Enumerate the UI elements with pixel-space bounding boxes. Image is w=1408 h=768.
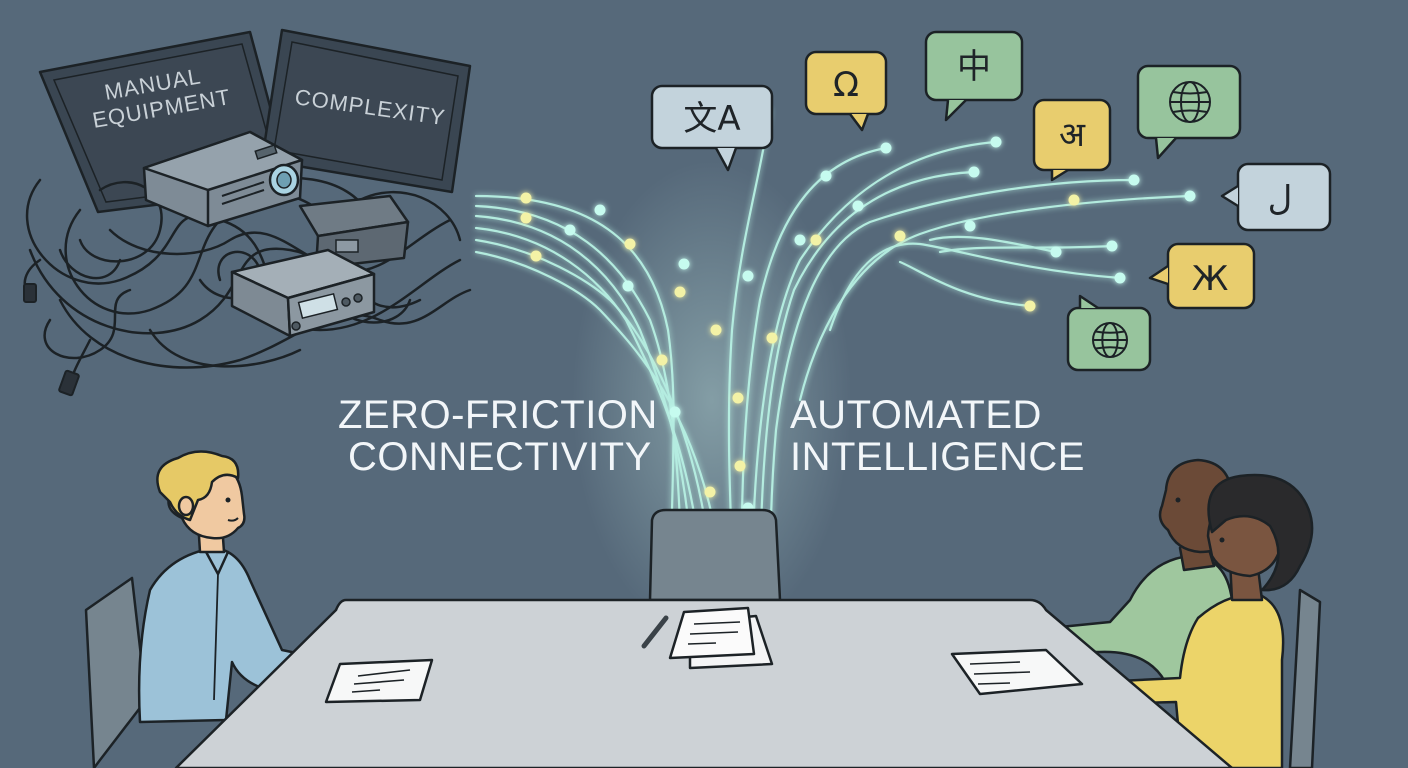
speech-bubble: Ж [1148,242,1256,310]
devanagari-glyph: अ [1059,115,1086,155]
fiber-line [758,170,976,602]
fiber-node [669,406,681,418]
fiber-node [1106,240,1118,252]
fiber-node [564,224,576,236]
fiber-node [1184,190,1196,202]
fiber-node [732,392,744,404]
fiber-node [742,270,754,282]
fiber-node [1050,246,1062,258]
globe-icon [1092,322,1128,358]
fiber-line [898,260,1032,308]
fiber-line [474,226,706,602]
globe-icon [1169,81,1211,123]
fiber-line [474,194,675,602]
speech-bubble: ل [1220,162,1332,232]
fiber-node [820,170,832,182]
fiber-node [990,136,1002,148]
conference-table [174,598,1234,768]
chair-left [84,576,148,768]
fiber-node [594,204,606,216]
fiber-line [828,242,1122,332]
fiber-node [894,230,906,242]
fiber-node [710,324,722,336]
speech-bubble: 文A [650,84,774,172]
fiber-node [968,166,980,178]
paper-left [324,658,434,704]
fiber-node [656,354,668,366]
omega-glyph: Ω [833,65,859,105]
fiber-line [474,238,716,602]
usb-plug [58,369,80,397]
fiber-node [1068,194,1080,206]
manual-equipment-cluster: MANUAL EQUIPMENT COMPLEXITY [23,28,472,397]
fiber-node [678,258,690,270]
fiber-node [520,192,532,204]
fiber-node [794,234,806,246]
center-chair [648,508,782,602]
fiber-line [474,250,726,602]
language-bubbles: 文A Ω 中 अ لЖ [650,30,1332,372]
pen-center [641,615,669,649]
fiber-node [810,234,822,246]
speech-bubble [1066,294,1152,372]
fiber-line [474,204,684,602]
fiber-node [852,200,864,212]
speech-bubble: Ω [804,50,888,132]
fiber-node [734,460,746,472]
fiber-line [798,194,1192,402]
paper-right [950,648,1084,696]
person-right-front [1072,473,1314,768]
cable-plug [23,283,37,303]
fiber-node [520,212,532,224]
receiver-unit [230,248,376,338]
fiber-line [928,235,1058,254]
fiber-node [1024,300,1036,312]
fiber-node [766,332,778,344]
caption-right-line1: AUTOMATED [790,393,1042,437]
fiber-line [474,214,696,602]
fiber-node [1114,272,1126,284]
translate-icon: 文A [683,99,740,139]
caption-left-line2: CONNECTIVITY [348,435,652,479]
light-beam-glow [572,160,852,640]
fiber-node [674,286,686,298]
chinese-glyph: 中 [957,47,991,87]
chair-right [1288,588,1322,768]
fiber-line [750,140,998,602]
fiber-node [1128,174,1140,186]
caption-left-line1: ZERO-FRICTION [338,393,658,437]
arabic-glyph: ل [1268,179,1293,219]
projector [142,130,304,228]
fiber-node [880,142,892,154]
fiber-node [530,250,542,262]
paper-center [641,606,774,670]
speech-bubble: अ [1032,98,1112,182]
fiber-line [938,244,1114,254]
fiber-node [622,280,634,292]
fiber-node [704,486,716,498]
monitor-right: COMPLEXITY [260,28,472,194]
fiber-node [624,238,636,250]
fiber-node [964,220,976,232]
speech-bubble [1136,64,1242,160]
cyrillic-glyph: Ж [1192,259,1229,299]
speech-bubble: 中 [924,30,1024,122]
caption-right-line2: INTELLIGENCE [790,435,1085,479]
